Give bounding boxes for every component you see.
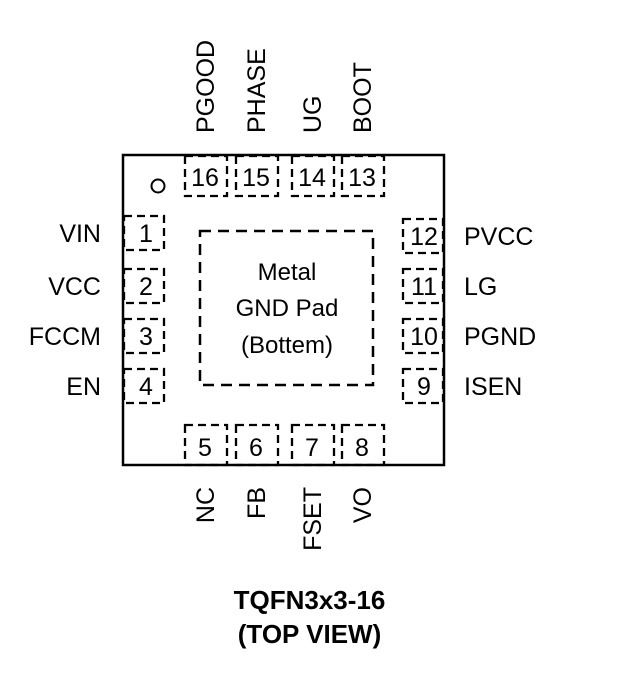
pin-9-number: 9: [417, 373, 431, 401]
pin-7-pad: [290, 423, 336, 467]
pin-7-label: FSET: [299, 487, 327, 551]
pin-10-pad: [401, 317, 445, 355]
pin-11-pad: [401, 267, 445, 305]
pin-14-label: UG: [299, 96, 327, 134]
pin-7-number: 7: [305, 434, 319, 462]
pin-15-number: 15: [242, 164, 270, 192]
pin-15-pad: [234, 154, 280, 198]
pin-11-number: 11: [411, 273, 437, 301]
pin-9-label: ISEN: [464, 373, 522, 401]
pin-1-label: VIN: [59, 220, 101, 248]
pin-5-pad: [183, 423, 229, 467]
center-pad-label-line2: GND Pad: [236, 295, 339, 322]
pin-8-pad: [340, 423, 386, 467]
pin-11-label: LG: [464, 273, 497, 301]
pin-4-pad: [122, 367, 166, 405]
package-drawing: Metal GND Pad (Bottem) 1 VIN 2 VCC 3 FCCM 4 EN 9…: [29, 40, 536, 551]
pin-13-number: 13: [348, 164, 376, 192]
pin-3-pad: [122, 317, 166, 355]
pin-3-number: 3: [139, 323, 153, 351]
pin-8-label: VO: [349, 487, 377, 523]
pin-1-number: 1: [139, 220, 153, 248]
pin-16-number: 16: [191, 164, 219, 192]
pin-6-label: FB: [243, 487, 271, 519]
pin-15-label: PHASE: [243, 48, 271, 133]
pin-2-number: 2: [139, 273, 153, 301]
pin-6-pad: [234, 423, 280, 467]
pin-2-pad: [122, 267, 166, 305]
pin-1-pad: [122, 214, 166, 252]
pin1-indicator-icon: [150, 178, 166, 194]
pin-5-number: 5: [198, 434, 212, 462]
package-body: [121, 153, 446, 467]
pin-14-number: 14: [298, 164, 326, 192]
pin-14-pad: [290, 154, 336, 198]
center-pad-label-line1: Metal: [258, 259, 317, 286]
pin-12-label: PVCC: [464, 223, 533, 251]
pin-layer: 1 VIN 2 VCC 3 FCCM 4 EN 9 ISEN 10 PGND 11 LG 12 PVCC 13 B…: [29, 40, 536, 551]
pin-9-pad: [401, 367, 445, 405]
pin-16-pad: [183, 154, 229, 198]
center-pad-label-line3: (Bottem): [241, 332, 333, 359]
package-name: TQFN3x3-16: [233, 585, 386, 615]
pin-13-pad: [340, 154, 386, 198]
pin-4-label: EN: [66, 373, 101, 401]
pin-10-number: 10: [410, 323, 438, 351]
pin-6-number: 6: [249, 434, 263, 462]
pin-3-label: FCCM: [29, 323, 101, 351]
pin-12-number: 12: [410, 223, 438, 251]
pin-2-label: VCC: [48, 273, 101, 301]
center-gnd-pad: [198, 229, 375, 387]
pin-13-label: BOOT: [349, 62, 377, 133]
pin-12-pad: [401, 217, 445, 255]
pin-4-number: 4: [139, 373, 153, 401]
pin-16-label: PGOOD: [192, 40, 220, 133]
pin-8-number: 8: [355, 434, 369, 462]
package-view: (TOP VIEW): [237, 619, 382, 649]
pin-5-label: NC: [192, 487, 220, 523]
pin-10-label: PGND: [464, 323, 536, 351]
